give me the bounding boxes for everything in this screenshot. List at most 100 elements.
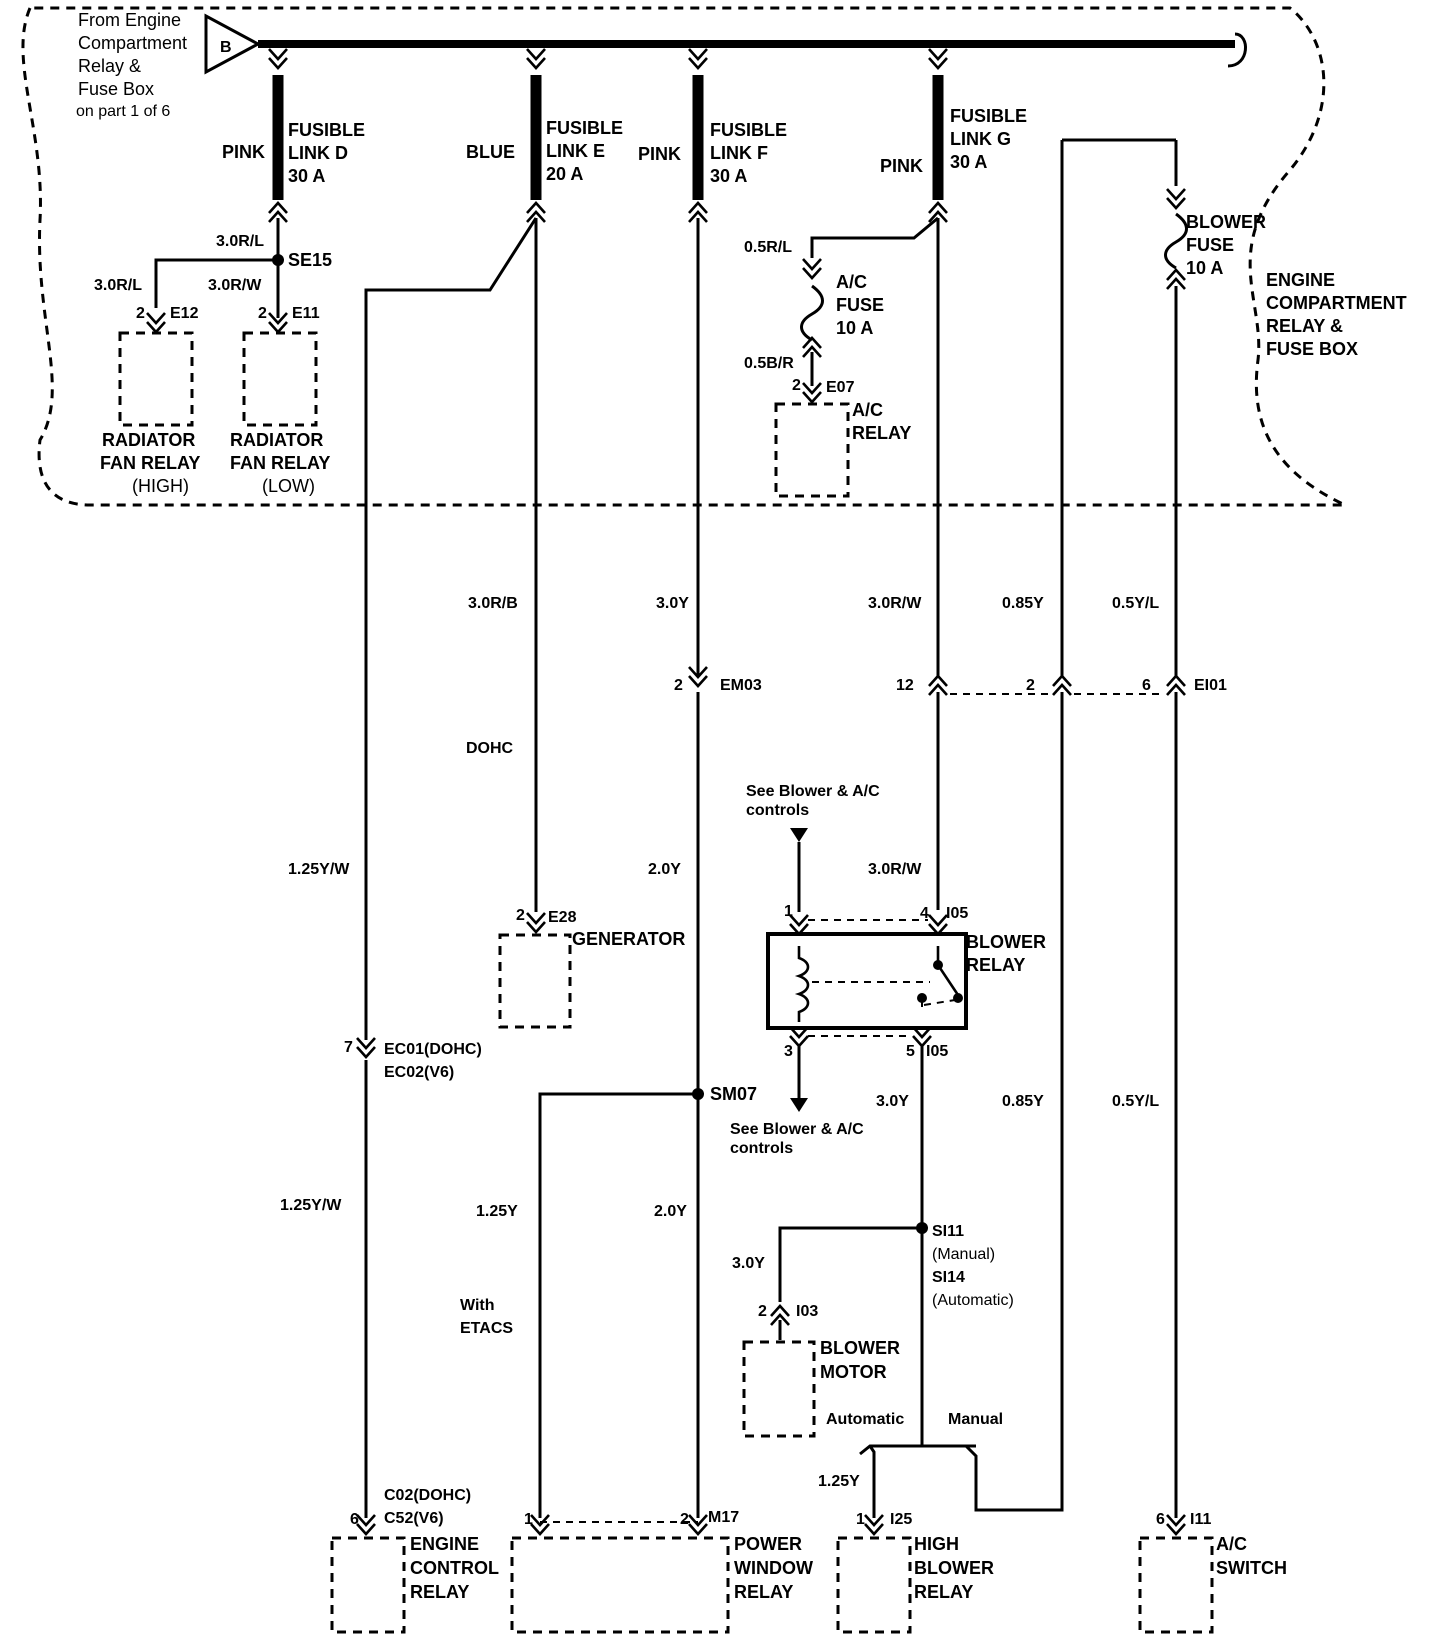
fusible-link-d-label: FUSIBLE LINK D 30 A	[288, 120, 370, 186]
wire-label-sm07-lower: 2.0Y	[654, 1203, 687, 1220]
source-label: From Engine Compartment Relay & Fuse Box	[78, 10, 192, 99]
note-see-blower-top: See Blower & A/C controls	[746, 783, 884, 819]
blower-fuse	[1164, 212, 1188, 270]
i05-pin-3: 3	[784, 1043, 793, 1060]
radiator-fan-relay-low-label: RADIATOR FAN RELAY (LOW)	[230, 430, 335, 496]
radiator-fan-relay-high	[118, 331, 194, 427]
e12-id: E12	[170, 305, 199, 322]
i05-pin-1: 1	[784, 903, 793, 920]
wire-label-i05-out: 3.0Y	[876, 1093, 909, 1110]
i05-top-id: I05	[946, 905, 968, 922]
splice-si11-label: SI11 (Manual) SI14 (Automatic)	[932, 1223, 1014, 1309]
m17-pin-2: 2	[680, 1511, 689, 1528]
c02-pin: 6	[350, 1511, 359, 1528]
wire-label-em03: 3.0Y	[656, 595, 689, 612]
wire-label-se15-in: 3.0R/L	[216, 233, 264, 250]
fusible-link-g-color: PINK	[880, 156, 923, 176]
e12-pin: 2	[136, 305, 145, 322]
e11-pin: 2	[258, 305, 267, 322]
ac-fuse-label: A/C FUSE 10 A	[836, 272, 889, 338]
wire-label-ec-lower: 1.25Y/W	[280, 1197, 342, 1214]
ac-switch	[1138, 1536, 1214, 1634]
fusible-link-d-color: PINK	[222, 142, 265, 162]
fusible-link-g-label: FUSIBLE LINK G 30 A	[950, 106, 1032, 172]
radiator-fan-relay-low	[242, 331, 318, 427]
i11-id: I11	[1190, 1511, 1211, 1528]
c02-id: C02(DOHC) C52(V6)	[384, 1487, 476, 1527]
mode-split	[859, 1440, 976, 1456]
ei01-pin-6: 6	[1142, 677, 1151, 694]
fusible-link-e-color: BLUE	[466, 142, 515, 162]
arrow-from-controls	[790, 828, 808, 842]
splice-se15-label: SE15	[288, 250, 332, 270]
note-manual: Manual	[948, 1411, 1003, 1428]
wire-label-acsw-upper: 0.5Y/L	[1112, 595, 1159, 612]
blower-relay-switch	[936, 946, 960, 996]
wire-label-ac-out: 0.5B/R	[744, 355, 794, 372]
i05-pin-4: 4	[920, 905, 929, 922]
i11-pin: 6	[1156, 1511, 1165, 1528]
power-window-relay-label: POWER WINDOW RELAY	[734, 1534, 818, 1602]
em03-id: EM03	[720, 677, 762, 694]
wire-label-e28: 3.0R/B	[468, 595, 518, 612]
wire-label-e12: 3.0R/L	[94, 277, 142, 294]
bus-end-hook	[1227, 32, 1247, 68]
splice-sm07-label: SM07	[710, 1084, 757, 1104]
blower-fuse-label: BLOWER FUSE 10 A	[1186, 212, 1271, 278]
ac-fuse	[800, 284, 824, 342]
arrow-to-controls	[790, 1098, 808, 1112]
e11-id: E11	[292, 305, 320, 322]
fusible-link-e-label: FUSIBLE LINK E 20 A	[546, 118, 628, 184]
e28-id: E28	[548, 909, 577, 926]
note-automatic: Automatic	[826, 1411, 904, 1428]
wire-label-ac-in: 0.5R/L	[744, 239, 792, 256]
ec01-id: EC01(DOHC) EC02(V6)	[384, 1041, 486, 1081]
ac-relay	[774, 402, 850, 498]
blower-relay-coil	[794, 946, 810, 1022]
i05-bottom-id: I05	[926, 1043, 948, 1060]
splice-se15	[272, 254, 284, 266]
engine-compartment-boundary	[21, 6, 1346, 507]
i03-pin: 2	[758, 1303, 767, 1320]
wire-label-f-mid: 2.0Y	[648, 861, 681, 878]
em03-pin: 2	[674, 677, 683, 694]
generator-label: GENERATOR	[572, 929, 685, 949]
fusible-link-f-label: FUSIBLE LINK F 30 A	[710, 120, 792, 186]
blower-relay-label: BLOWER RELAY	[966, 932, 1051, 975]
generator	[498, 933, 572, 1029]
note-see-blower-bottom: See Blower & A/C controls	[730, 1121, 868, 1157]
i25-id: I25	[890, 1511, 912, 1528]
wire-label-ec01: 1.25Y/W	[288, 861, 350, 878]
wire-label-ret-lower: 0.85Y	[1002, 1093, 1044, 1110]
e07-id: E07	[826, 379, 855, 396]
radiator-fan-relay-high-label: RADIATOR FAN RELAY (HIGH)	[100, 430, 205, 496]
wire-label-g-mid: 3.0R/W	[868, 861, 922, 878]
wire-label-motor: 3.0Y	[732, 1255, 765, 1272]
i05-pin-5: 5	[906, 1043, 915, 1060]
i03-id: I03	[796, 1303, 818, 1320]
engine-compartment-label: ENGINE COMPARTMENT RELAY & FUSE BOX	[1266, 270, 1412, 359]
ei01-id: EI01	[1194, 677, 1227, 694]
wire-label-hb: 1.25Y	[818, 1473, 860, 1490]
m17-id: M17	[708, 1509, 739, 1526]
blower-motor-label: BLOWER MOTOR	[820, 1338, 905, 1382]
e28-pin: 2	[516, 907, 525, 924]
i25-pin: 1	[856, 1511, 865, 1528]
ac-switch-label: A/C SWITCH	[1216, 1534, 1287, 1578]
wire-label-g-upper: 3.0R/W	[868, 595, 922, 612]
high-blower-relay-label: HIGH BLOWER RELAY	[914, 1534, 999, 1602]
engine-control-relay	[330, 1536, 406, 1634]
source-badge: B	[220, 39, 232, 56]
engine-control-relay-label: ENGINE CONTROL RELAY	[410, 1534, 504, 1602]
wire-label-ret-upper: 0.85Y	[1002, 595, 1044, 612]
wire-label-sm07-branch: 1.25Y	[476, 1203, 518, 1220]
ei01-pin-12: 12	[896, 677, 914, 694]
source-note: on part 1 of 6	[76, 103, 170, 120]
ac-relay-label: A/C RELAY	[852, 400, 911, 443]
note-dohc: DOHC	[466, 740, 514, 757]
ei01-pin-2: 2	[1026, 677, 1035, 694]
note-with-etacs: With ETACS	[460, 1297, 513, 1337]
ec01-pin: 7	[344, 1039, 353, 1056]
high-blower-relay	[836, 1536, 912, 1634]
power-window-relay	[510, 1536, 730, 1634]
